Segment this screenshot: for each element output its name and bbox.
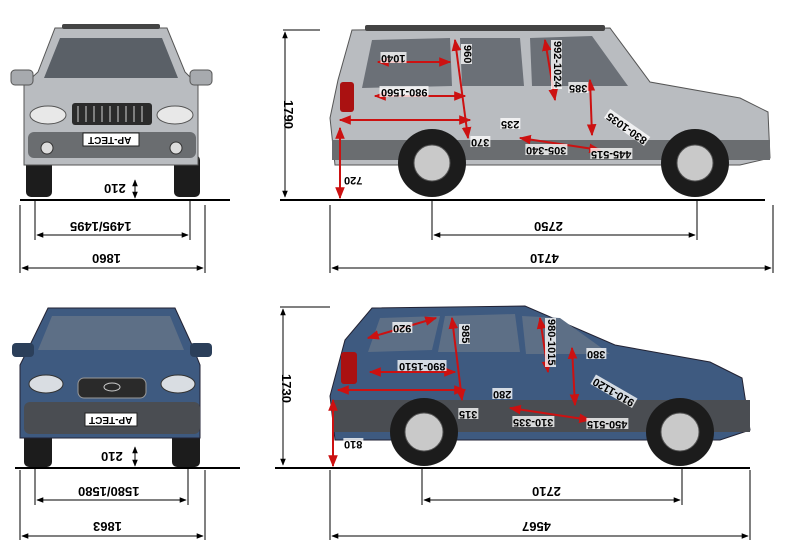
- top-interior-1: 1040: [380, 52, 407, 64]
- top-side-height-label: 1790: [280, 100, 296, 129]
- top-interior-5: 980-1560: [380, 86, 429, 98]
- top-side-length-label: 4710: [530, 251, 559, 266]
- top-front-clearance-label: 210: [104, 181, 126, 196]
- bottom-interior-2: 985: [459, 324, 471, 345]
- top-interior-9: 305-340: [525, 144, 568, 156]
- bottom-interior-8: 310-335: [512, 416, 555, 428]
- bottom-front-width-label: 1863: [93, 519, 122, 534]
- top-interior-10: 445-515: [590, 148, 633, 160]
- bottom-front-car: [12, 307, 240, 469]
- bottom-interior-4: 380: [586, 348, 607, 360]
- top-interior-3: 992-1024: [551, 40, 563, 89]
- bottom-side-wheelbase-label: 2710: [532, 484, 561, 499]
- bottom-front-clearance-label: 210: [101, 449, 123, 464]
- bottom-interior-3: 980-1015: [545, 318, 557, 367]
- bottom-interior-7: 315: [458, 408, 479, 420]
- top-front-track-label: 1495/1495: [70, 219, 132, 234]
- top-interior-6: 235: [500, 118, 521, 130]
- top-front-car: [10, 24, 230, 201]
- top-side-step-label: 720: [343, 174, 364, 186]
- top-side-wheelbase-label: 2750: [534, 219, 563, 234]
- bottom-interior-10: 450-515: [586, 418, 629, 430]
- bottom-interior-5: 890-1510: [398, 360, 447, 372]
- bottom-side-length-label: 4567: [522, 519, 551, 534]
- top-front-plate: AP-TECT: [88, 134, 132, 145]
- top-interior-2: 960: [461, 44, 473, 65]
- bottom-side-step-label: 810: [343, 438, 364, 450]
- bottom-side-height-label: 1730: [278, 374, 294, 403]
- bottom-interior-1: 920: [392, 322, 413, 334]
- bottom-front-track-label: 1580/1580: [78, 484, 140, 499]
- top-interior-4: 385: [568, 82, 589, 94]
- top-interior-7: 370: [470, 136, 491, 148]
- top-front-width-label: 1860: [92, 251, 121, 266]
- bottom-front-plate: AP-TECT: [89, 414, 133, 425]
- bottom-interior-6: 280: [492, 388, 513, 400]
